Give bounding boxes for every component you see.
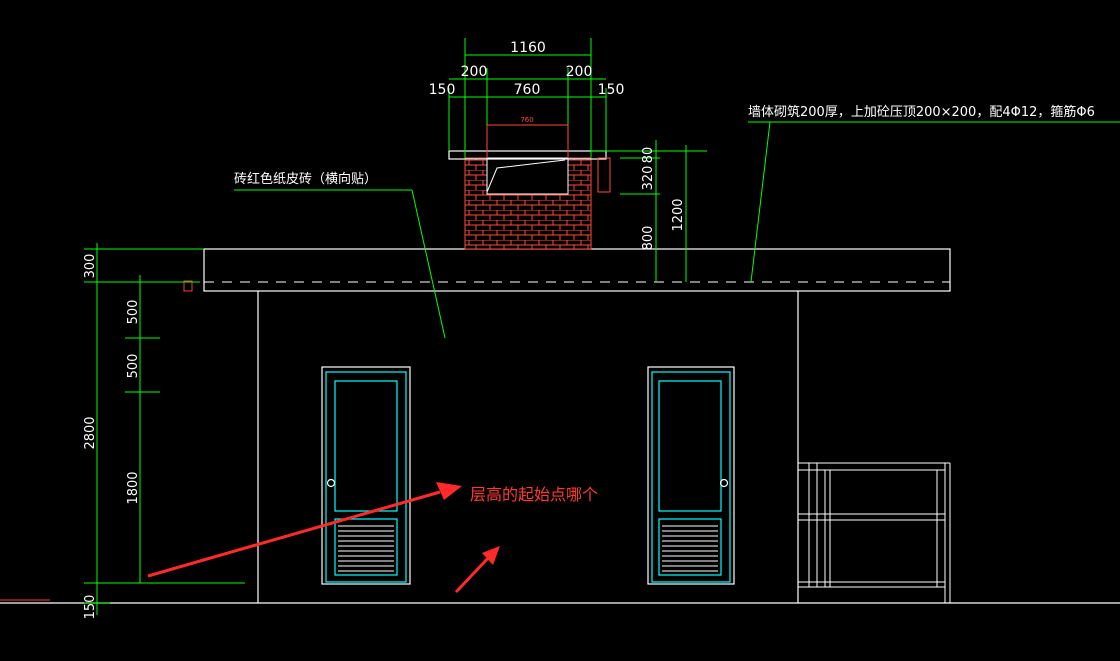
note-leaders bbox=[234, 121, 1120, 339]
dim-right-150: 150 bbox=[598, 82, 625, 98]
roof-slab bbox=[203, 248, 951, 292]
chimney-side-mark bbox=[597, 157, 611, 193]
dim-320: 320 bbox=[641, 166, 656, 191]
dim-left-150: 150 bbox=[429, 82, 456, 98]
inner-dim-760: 760 bbox=[520, 116, 533, 124]
right-dimension-group bbox=[591, 140, 707, 282]
right-railing bbox=[798, 462, 951, 603]
top-dimension-group bbox=[448, 38, 607, 158]
left-door bbox=[321, 366, 411, 585]
dim-300: 300 bbox=[83, 254, 98, 279]
chimney-vent-shape bbox=[486, 159, 566, 193]
right-door bbox=[647, 366, 735, 585]
slab-marker bbox=[183, 280, 193, 292]
dim-150: 150 bbox=[83, 595, 98, 620]
dim-center-760: 760 bbox=[514, 82, 541, 98]
dim-left-200: 200 bbox=[461, 64, 488, 80]
dim-800: 800 bbox=[641, 226, 656, 251]
dim-500-upper: 500 bbox=[126, 300, 141, 325]
wall-note: 墙体砌筑200厚，上加砼压顶200×200，配4Φ12，箍筋Φ6 bbox=[748, 104, 1095, 120]
dim-1160: 1160 bbox=[510, 40, 546, 56]
annotation-arrows bbox=[147, 482, 500, 594]
brick-note: 砖红色纸皮砖（横向贴） bbox=[234, 171, 377, 187]
dim-2800: 2800 bbox=[83, 416, 98, 449]
left-dimension-group bbox=[84, 243, 245, 615]
chimney-opening bbox=[486, 157, 569, 195]
chimney-cap bbox=[448, 150, 607, 160]
dim-1200: 1200 bbox=[671, 198, 686, 231]
dim-500-lower: 500 bbox=[126, 354, 141, 379]
dim-80: 80 bbox=[641, 147, 656, 164]
dim-1800: 1800 bbox=[126, 471, 141, 504]
question-annotation: 层高的起始点哪个 bbox=[470, 485, 598, 504]
dim-right-200: 200 bbox=[566, 64, 593, 80]
